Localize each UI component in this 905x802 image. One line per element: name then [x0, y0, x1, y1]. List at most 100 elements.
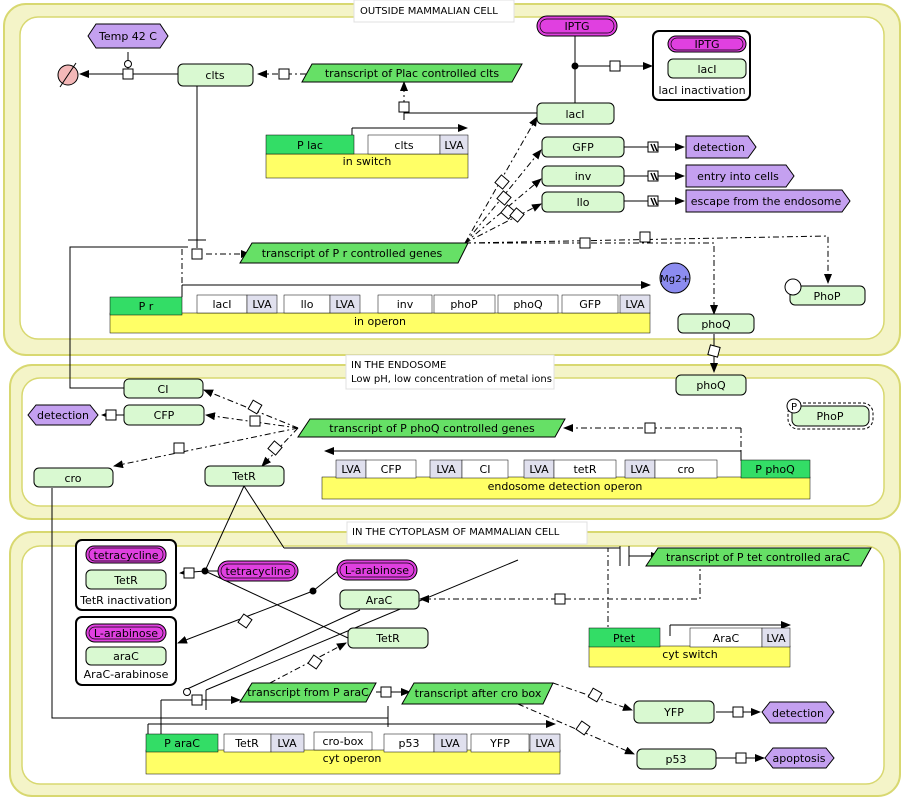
cfp-node: CFP [123, 404, 205, 426]
cro-box: cro-box [322, 735, 364, 748]
svg-text:L-arabinose: L-arabinose [345, 564, 409, 577]
svg-text:cro: cro [64, 472, 81, 485]
svg-text:TetR: TetR [375, 632, 400, 645]
llo-node: llo [541, 191, 625, 213]
gene-gfp: GFP [579, 298, 601, 311]
svg-text:lacI: lacI [565, 108, 584, 121]
gene-arac: AraC [713, 632, 740, 645]
promoter-pphoq-label: P phoQ [755, 463, 795, 476]
detection-outcome-cfp: detection [27, 404, 99, 426]
transcript-cro-node: transcript after cro box [401, 682, 554, 705]
svg-text:AraC: AraC [366, 594, 393, 607]
iptg-node: IPTG [536, 15, 618, 37]
laci-node: lacI [536, 102, 615, 125]
gene-tetr: tetR [573, 463, 596, 476]
gene-ci: CI [480, 463, 491, 476]
endosome-label: IN THE ENDOSOME [351, 360, 446, 371]
lva-tag: LVA [252, 298, 272, 311]
svg-text:L-arabinose: L-arabinose [94, 627, 158, 640]
transcript-parac-node: transcript from P araC [239, 682, 377, 703]
arac-arabinose-complex: L-arabinose araC AraC-arabinose [75, 616, 177, 686]
svg-text:PhoP: PhoP [817, 410, 844, 423]
svg-text:P: P [791, 402, 797, 413]
gene-phoq: phoQ [513, 298, 543, 311]
svg-text:transcript of P r controlled g: transcript of P r controlled genes [262, 247, 443, 260]
endosome-operon-caption: endosome detection operon [488, 480, 643, 493]
promoter-parac-label: P araC [164, 737, 200, 750]
construct-endosome-operon: P phoQ LVA CFP LVA CI LVA tetR LVA cro e… [321, 459, 811, 500]
svg-text:llo: llo [577, 196, 590, 209]
escape-outcome: escape from the endosome [685, 189, 851, 213]
svg-text:transcript of P phoQ controlle: transcript of P phoQ controlled genes [329, 422, 535, 435]
lva-tag: LVA [341, 463, 361, 476]
endosome-sublabel: Low pH, low concentration of metal ions [351, 374, 552, 385]
svg-text:phoQ: phoQ [696, 379, 726, 392]
svg-text:detection: detection [37, 409, 89, 422]
lva-tag: LVA [444, 139, 464, 152]
entry-outcome: entry into cells [685, 164, 795, 188]
svg-text:p53: p53 [666, 753, 687, 766]
cro-node: cro [33, 467, 114, 488]
phop-outside-node: PhoP [784, 278, 866, 306]
svg-text:CI: CI [158, 383, 169, 396]
construct-cyt-operon: P araC TetR LVA cro-box p53 LVA YFP LVA … [145, 731, 561, 775]
cyt-operon-caption: cyt operon [323, 752, 382, 765]
gene-laci: lacI [212, 298, 231, 311]
lva-tag: LVA [766, 632, 786, 645]
process-markers [105, 60, 747, 764]
svg-text:araC: araC [113, 650, 139, 663]
inv-node: inv [541, 165, 625, 187]
svg-text:transcript of Plac controlled: transcript of Plac controlled clts [325, 67, 500, 80]
svg-text:IPTG: IPTG [564, 20, 589, 33]
gene-clts: clts [394, 139, 413, 152]
cytoplasm-label: IN THE CYTOPLASM OF MAMMALIAN CELL [352, 527, 560, 538]
svg-text:TetR: TetR [113, 574, 138, 587]
construct-in-switch: P lac clts LVA in switch [265, 134, 469, 179]
in-switch-caption: in switch [343, 155, 392, 168]
gene-tetr: TetR [234, 737, 259, 750]
cyt-switch-caption: cyt switch [662, 648, 718, 661]
svg-text:escape from the endosome: escape from the endosome [691, 195, 842, 208]
p53-node: p53 [636, 748, 717, 770]
svg-text:transcript from P araC: transcript from P araC [247, 686, 369, 699]
gene-cro: cro [677, 463, 694, 476]
tetr-endosome-node: TetR [204, 465, 285, 487]
transcript-pphoq-node: transcript of P phoQ controlled genes [297, 418, 566, 438]
svg-text:transcript of P tet controlled: transcript of P tet controlled araC [666, 551, 850, 564]
lva-tag: LVA [630, 463, 650, 476]
promoter-plac-label: P lac [297, 139, 323, 152]
svg-text:Temp 42 C: Temp 42 C [98, 30, 157, 43]
promoter-plac [265, 134, 355, 155]
gene-phop: phoP [450, 298, 478, 311]
promoter-pr-label: P r [139, 300, 154, 313]
transcript-pr-node: transcript of P r controlled genes [239, 242, 469, 264]
sink-degradation [57, 62, 79, 88]
outside-label: OUTSIDE MAMMALIAN CELL [360, 6, 498, 17]
gene-llo: llo [301, 298, 314, 311]
svg-text:tetracycline: tetracycline [225, 565, 290, 578]
svg-text:entry into cells: entry into cells [697, 170, 779, 183]
tetr-inactivation-complex: tetracycline TetR TetR inactivation [75, 539, 177, 611]
svg-text:TetR: TetR [231, 470, 256, 483]
promoter-ptet-label: Ptet [613, 632, 636, 645]
tetr-cytoplasm-node: TetR [347, 627, 429, 649]
svg-text:detection: detection [772, 707, 824, 720]
detection-outcome-gfp: detection [685, 135, 757, 159]
svg-text:inv: inv [575, 170, 592, 183]
phop-phosphorylated-node: PhoP P [786, 398, 874, 430]
svg-text:transcript after cro box: transcript after cro box [415, 687, 542, 700]
svg-text:GFP: GFP [572, 141, 594, 154]
gene-p53: p53 [399, 737, 420, 750]
lva-tag: LVA [335, 298, 355, 311]
detection-outcome-yfp: detection [761, 701, 835, 724]
svg-text:AraC-arabinose: AraC-arabinose [84, 668, 169, 681]
construct-cyt-switch: Ptet AraC LVA cyt switch [588, 627, 791, 668]
lva-tag: LVA [535, 737, 555, 750]
svg-text:apoptosis: apoptosis [773, 752, 826, 765]
lva-tag: LVA [440, 737, 460, 750]
svg-text:lacI inactivation: lacI inactivation [658, 84, 745, 97]
svg-text:lacI: lacI [697, 63, 716, 76]
svg-text:tetracycline: tetracycline [93, 549, 158, 562]
svg-text:YFP: YFP [663, 706, 684, 719]
lva-tag: LVA [436, 463, 456, 476]
